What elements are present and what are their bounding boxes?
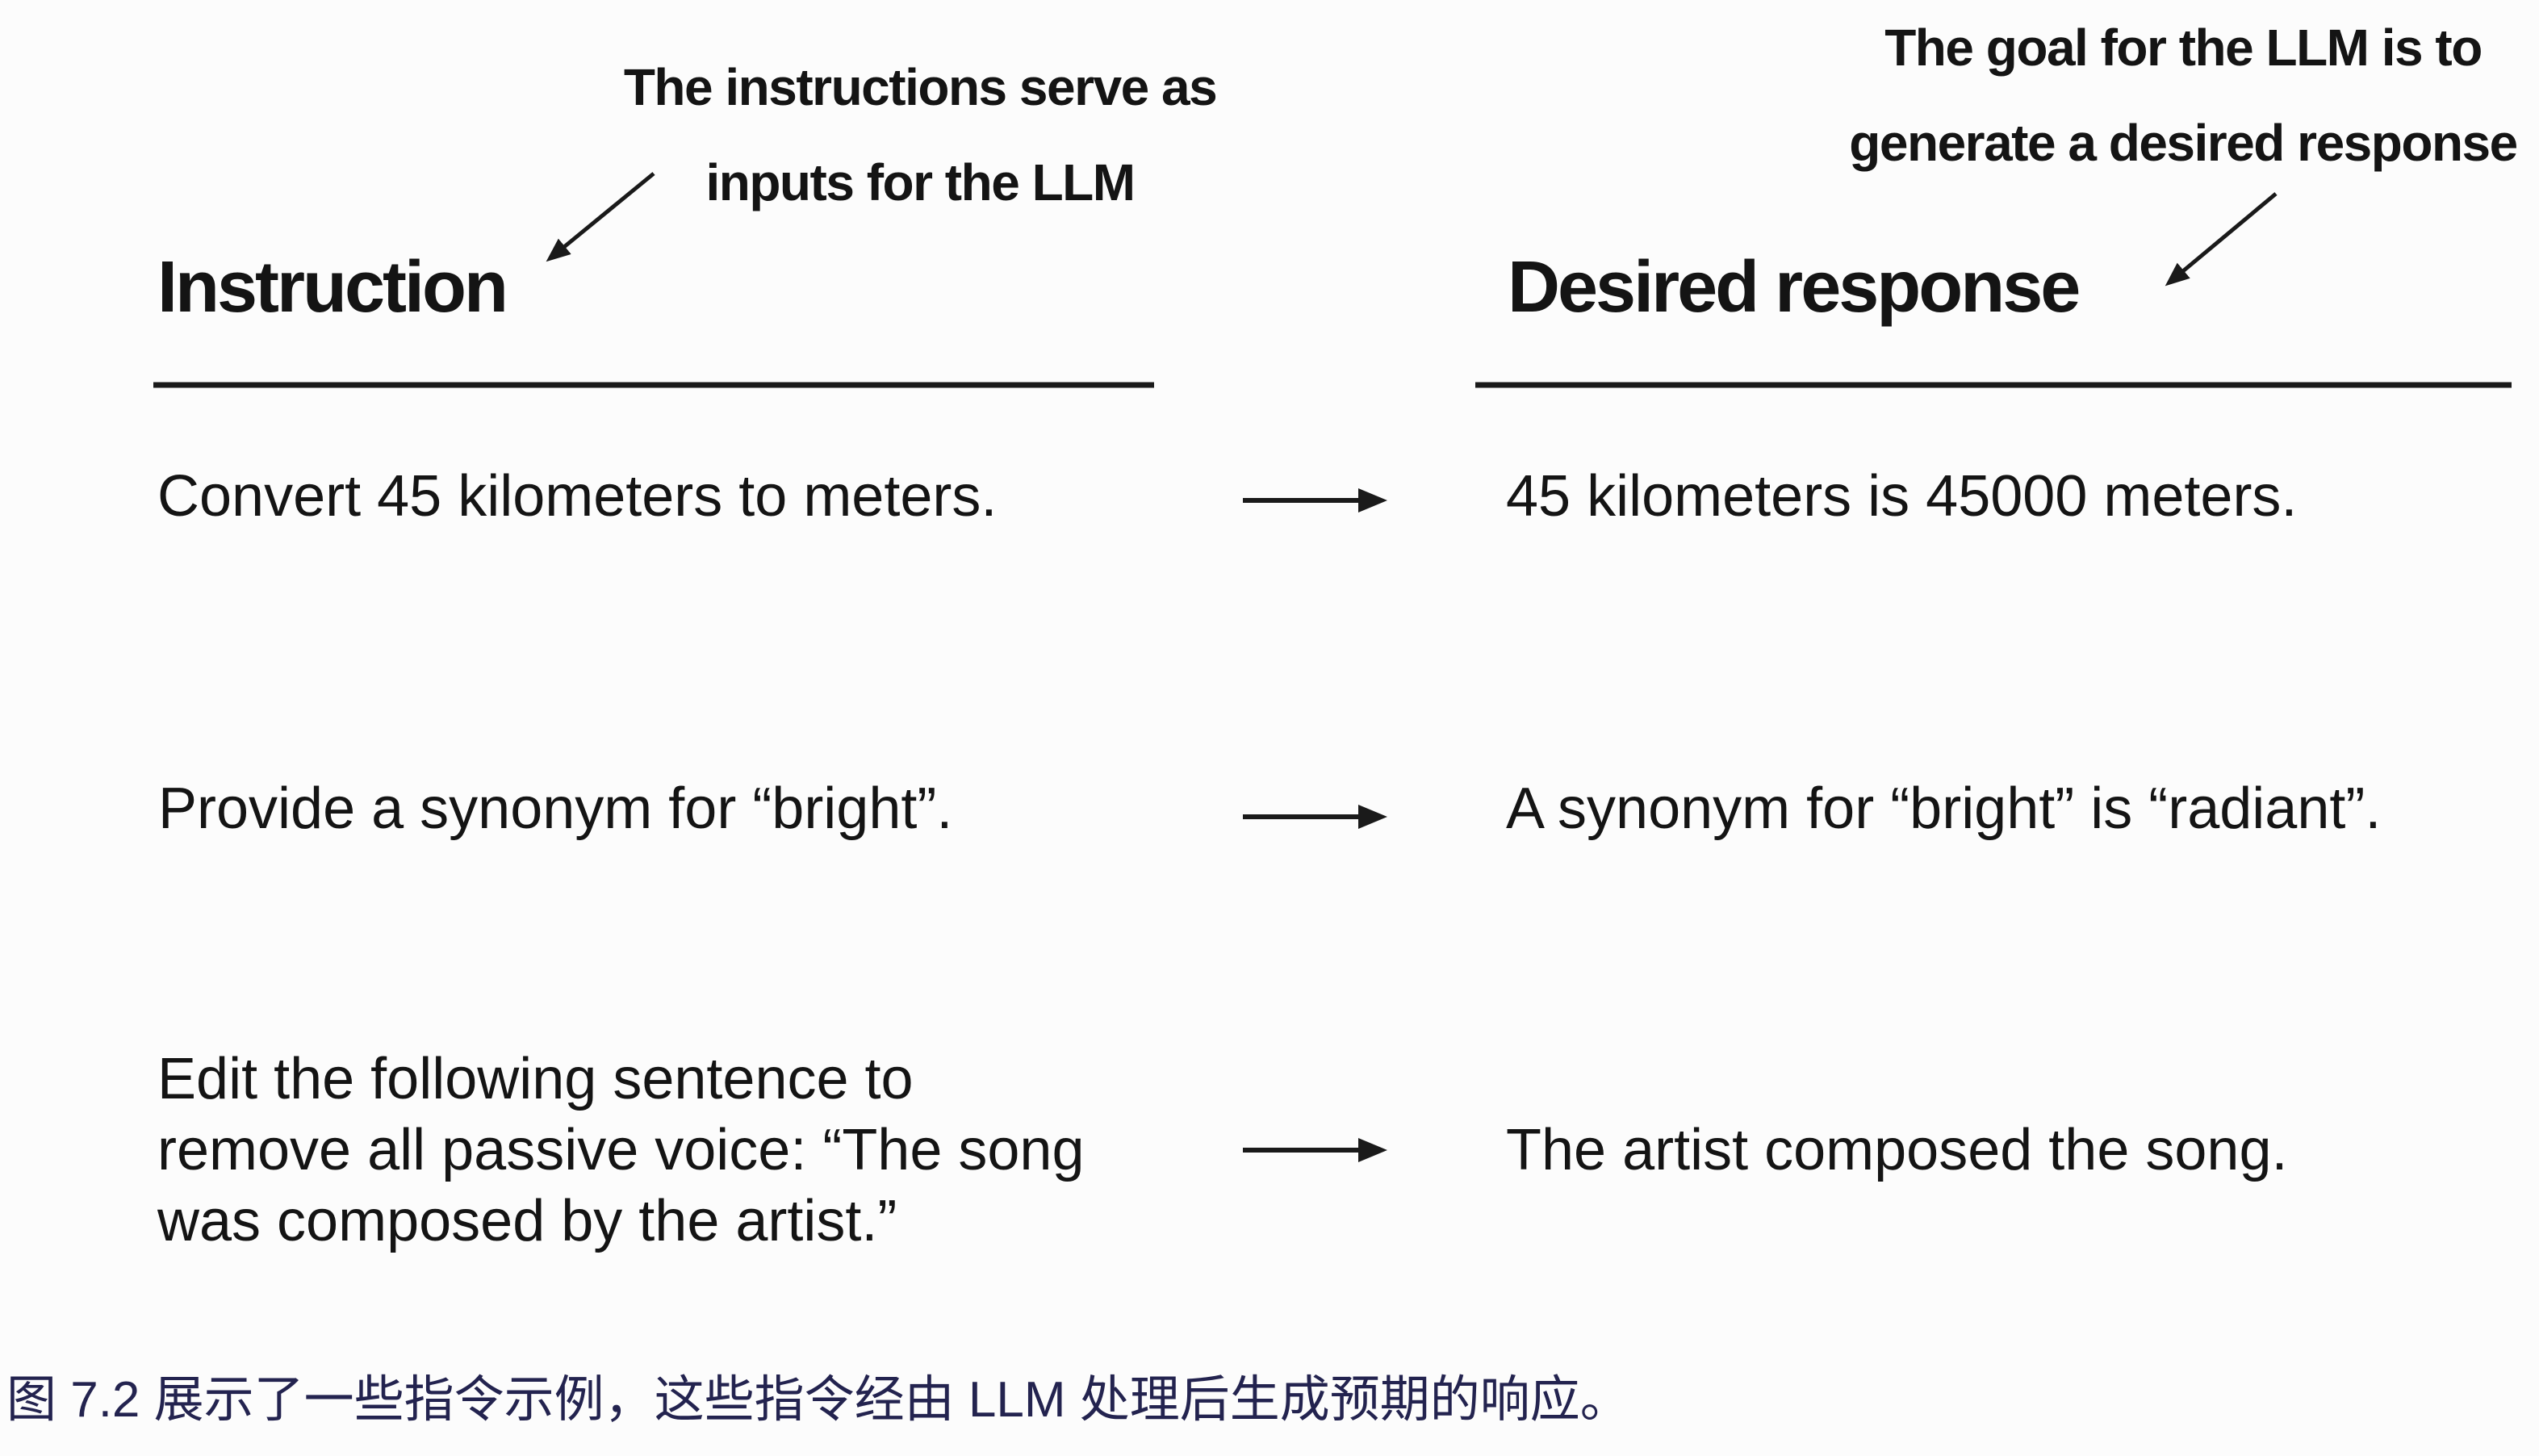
right-annotation-arrow-icon xyxy=(2165,192,2278,287)
figure-caption: 图 7.2 展示了一些指令示例，这些指令经由 LLM 处理后生成预期的响应。 xyxy=(6,1372,1630,1428)
left-annotation: The instructions serve as inputs for the… xyxy=(533,40,1307,230)
response-row-1: 45 kilometers is 45000 meters. xyxy=(1506,464,2298,529)
instruction-row-1: Convert 45 kilometers to meters. xyxy=(157,464,998,529)
left-annotation-line-2: inputs for the LLM xyxy=(705,153,1136,211)
right-annotation-line-2: generate a desired response xyxy=(1849,114,2518,172)
instruction-column-header: Instruction xyxy=(157,247,508,328)
response-row-3: The artist composed the song. xyxy=(1506,1118,2288,1182)
left-annotation-line-1: The instructions serve as xyxy=(623,58,1218,116)
right-annotation-line-1: The goal for the LLM is to xyxy=(1884,19,2483,77)
desired-response-column-header: Desired response xyxy=(1508,247,2081,328)
instruction-row-2: Provide a synonym for “bright”. xyxy=(158,776,953,841)
response-row-2: A synonym for “bright” is “radiant”. xyxy=(1506,776,2382,841)
right-annotation: The goal for the LLM is to generate a de… xyxy=(1808,0,2539,190)
instruction-row-3: Edit the following sentence to remove al… xyxy=(157,1047,1085,1253)
